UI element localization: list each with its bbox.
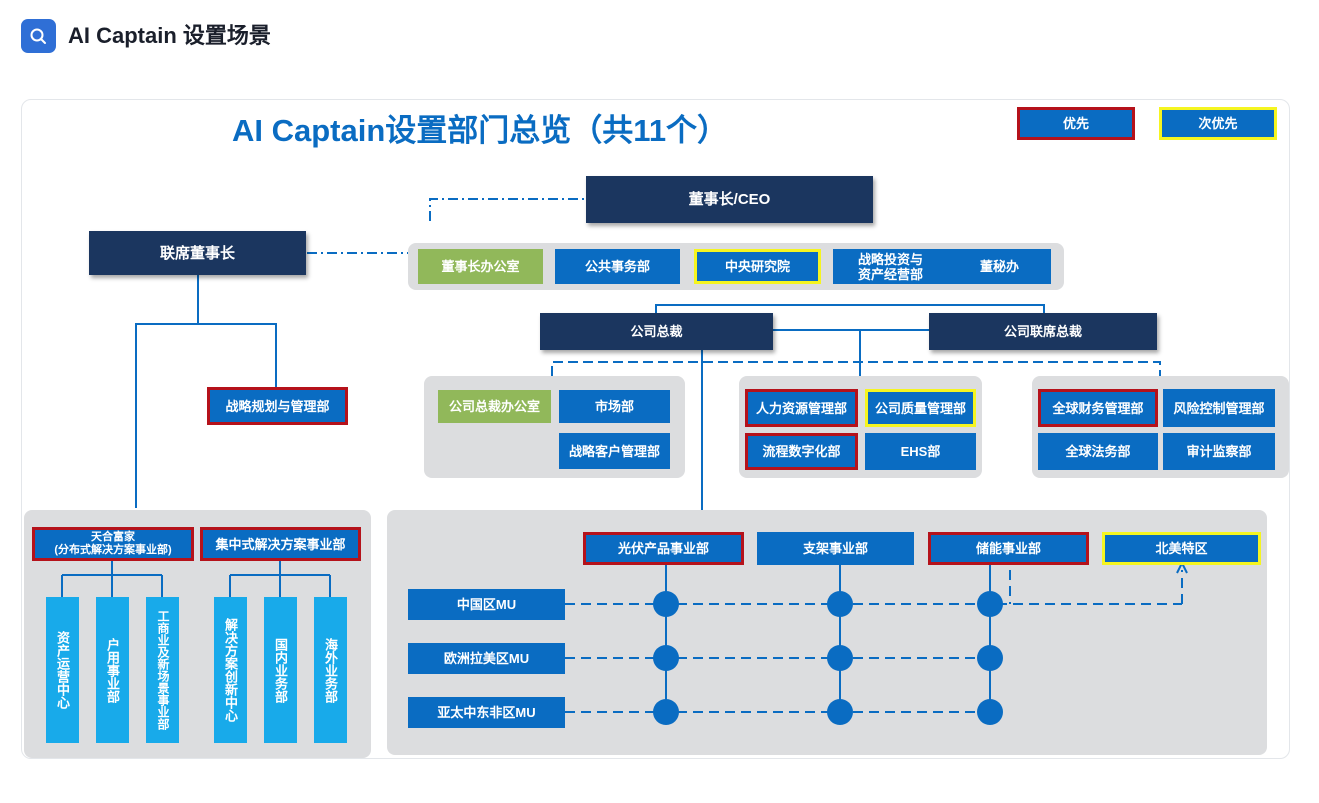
left-unit: 战略客户管理部 <box>559 433 670 469</box>
mid-unit: 流程数字化部 <box>745 433 858 470</box>
president-box: 公司总裁 <box>540 313 773 350</box>
diagram-title: AI Captain设置部门总览（共11个） <box>232 113 729 148</box>
bottom-left-sub: 国内业务部 <box>264 597 297 743</box>
strategy-dept: 战略规划与管理部 <box>207 387 348 425</box>
business-unit: 支架事业部 <box>757 532 914 565</box>
diagram-card: AI Captain设置部门总览（共11个） 优先 次优先 董事长/CEO 联席… <box>21 99 1290 759</box>
page-title: AI Captain 设置场景 <box>68 23 271 48</box>
right-unit: 审计监察部 <box>1163 433 1275 470</box>
right-unit: 风险控制管理部 <box>1163 389 1275 427</box>
bottom-left-sub: 工商业及新场景事业部 <box>146 597 179 743</box>
ceo-unit: 战略投资与 资产经营部 <box>833 249 948 284</box>
ceo-box: 董事长/CEO <box>586 176 873 223</box>
bottom-left-head: 集中式解决方案事业部 <box>200 527 361 561</box>
business-unit: 北美特区 <box>1102 532 1261 565</box>
region-mu: 欧洲拉美区MU <box>408 643 565 674</box>
right-unit: 全球法务部 <box>1038 433 1158 470</box>
region-mu: 中国区MU <box>408 589 565 620</box>
bottom-left-sub: 资产运营中心 <box>46 597 79 743</box>
ceo-unit: 中央研究院 <box>694 249 821 284</box>
bottom-left-sub: 解决方案创新中心 <box>214 597 247 743</box>
legend-secondary: 次优先 <box>1159 107 1277 140</box>
bottom-left-sub: 海外业务部 <box>314 597 347 743</box>
region-mu: 亚太中东非区MU <box>408 697 565 728</box>
business-unit: 储能事业部 <box>928 532 1089 565</box>
co-president-box: 公司联席总裁 <box>929 313 1157 350</box>
search-icon-badge <box>21 19 56 53</box>
legend-priority: 优先 <box>1017 107 1135 140</box>
bottom-left-head: 天合富家 (分布式解决方案事业部) <box>32 527 194 561</box>
co-chair-box: 联席董事长 <box>89 231 306 275</box>
search-icon <box>30 28 46 44</box>
ceo-unit: 公共事务部 <box>555 249 680 284</box>
bottom-left-sub: 户用事业部 <box>96 597 129 743</box>
mid-unit: 公司质量管理部 <box>865 389 976 427</box>
ceo-unit: 董事长办公室 <box>418 249 543 284</box>
mid-unit: 人力资源管理部 <box>745 389 858 427</box>
left-unit: 市场部 <box>559 390 670 423</box>
org-chart: AI Captain设置部门总览（共11个） 优先 次优先 董事长/CEO 联席… <box>22 100 1289 758</box>
right-unit: 全球财务管理部 <box>1038 389 1158 427</box>
ceo-unit: 董秘办 <box>948 249 1051 284</box>
left-unit: 公司总裁办公室 <box>438 390 551 423</box>
mid-unit: EHS部 <box>865 433 976 470</box>
business-unit: 光伏产品事业部 <box>583 532 744 565</box>
